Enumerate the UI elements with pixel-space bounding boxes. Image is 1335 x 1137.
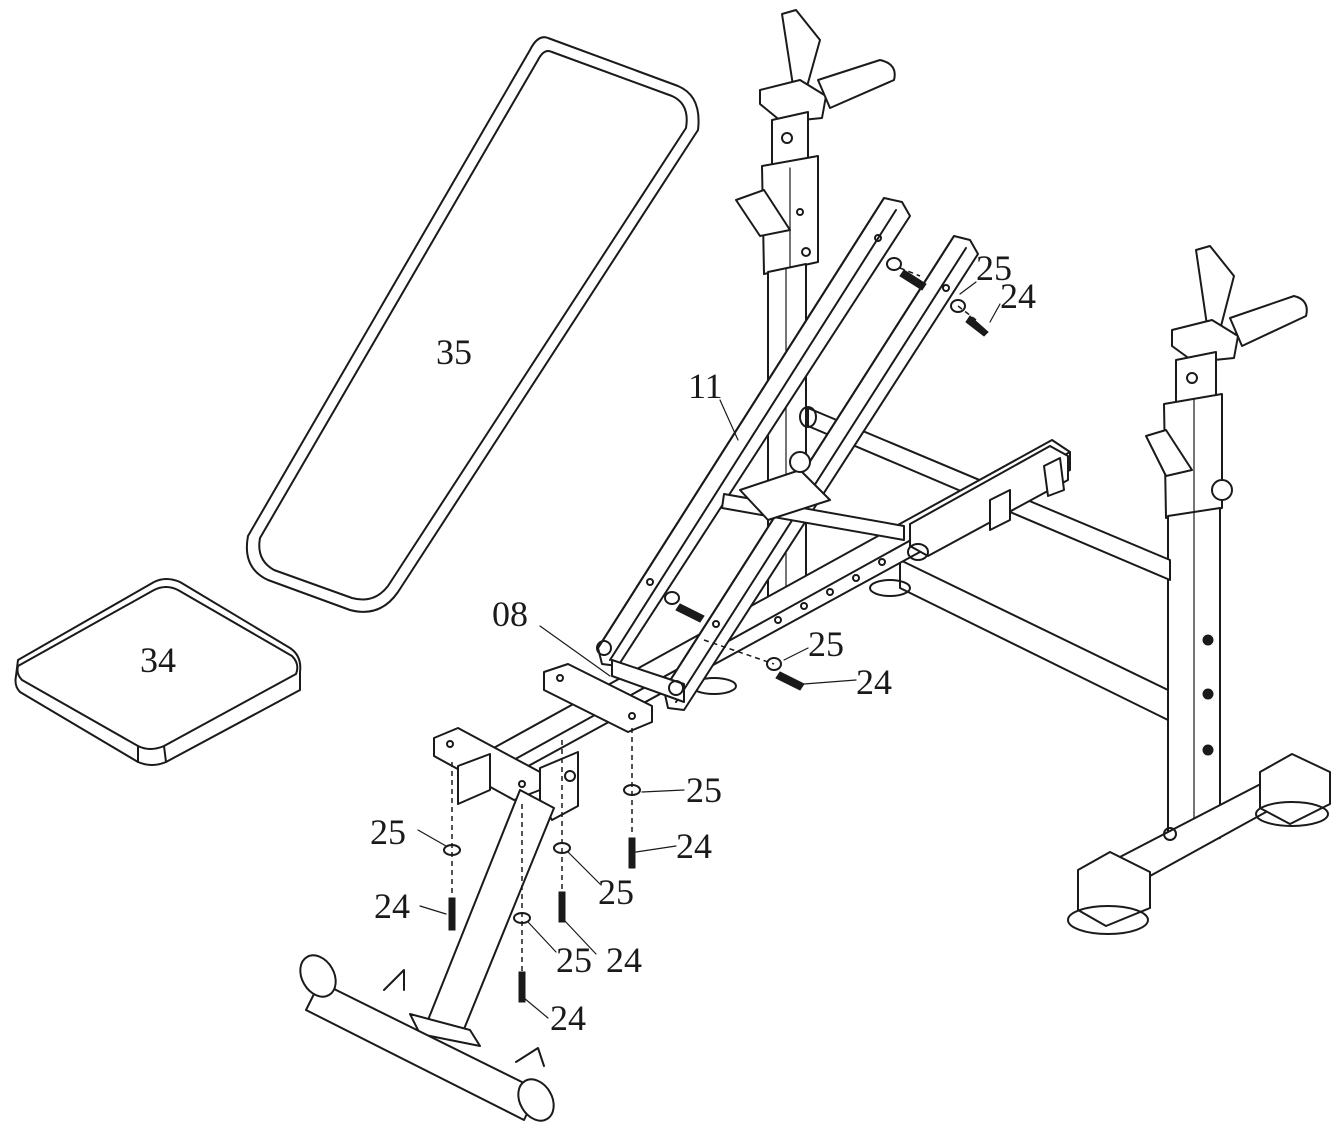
back-pad: [246, 36, 700, 613]
label-bolt-center: 24: [606, 940, 642, 980]
label-washer-center: 25: [598, 872, 634, 912]
label-bolt-mid: 24: [856, 662, 892, 702]
label-bolt-right-front: 24: [676, 826, 712, 866]
label-seat-pad: 34: [140, 640, 176, 680]
label-back-frame: 11: [688, 366, 723, 406]
front-leg: [299, 789, 555, 1122]
label-bolt-bottom: 24: [550, 998, 586, 1038]
hardware-fasteners: [443, 257, 989, 1003]
right-base-foot: [1067, 753, 1331, 935]
label-bolt-top: 24: [1000, 276, 1036, 316]
label-front-tube: 08: [492, 594, 528, 634]
lower-base-bar: [899, 559, 1169, 721]
label-washer-left: 25: [370, 812, 406, 852]
label-washer-right-front: 25: [686, 770, 722, 810]
back-frame-rails: [596, 197, 979, 711]
label-washer-mid: 25: [808, 624, 844, 664]
label-washer-lower: 25: [556, 940, 592, 980]
leader-lines: [417, 281, 1001, 1019]
label-washer-top: 25: [976, 248, 1012, 288]
part-labels: 35 34 11 08 25 24 25 24 25 24 25 25 24 2…: [140, 248, 1036, 1038]
right-upright: [1145, 245, 1308, 847]
label-bolt-left: 24: [374, 886, 410, 926]
front-t-supports: [433, 663, 653, 821]
seat-pad: [14, 578, 302, 766]
label-back-pad: 35: [436, 332, 472, 372]
